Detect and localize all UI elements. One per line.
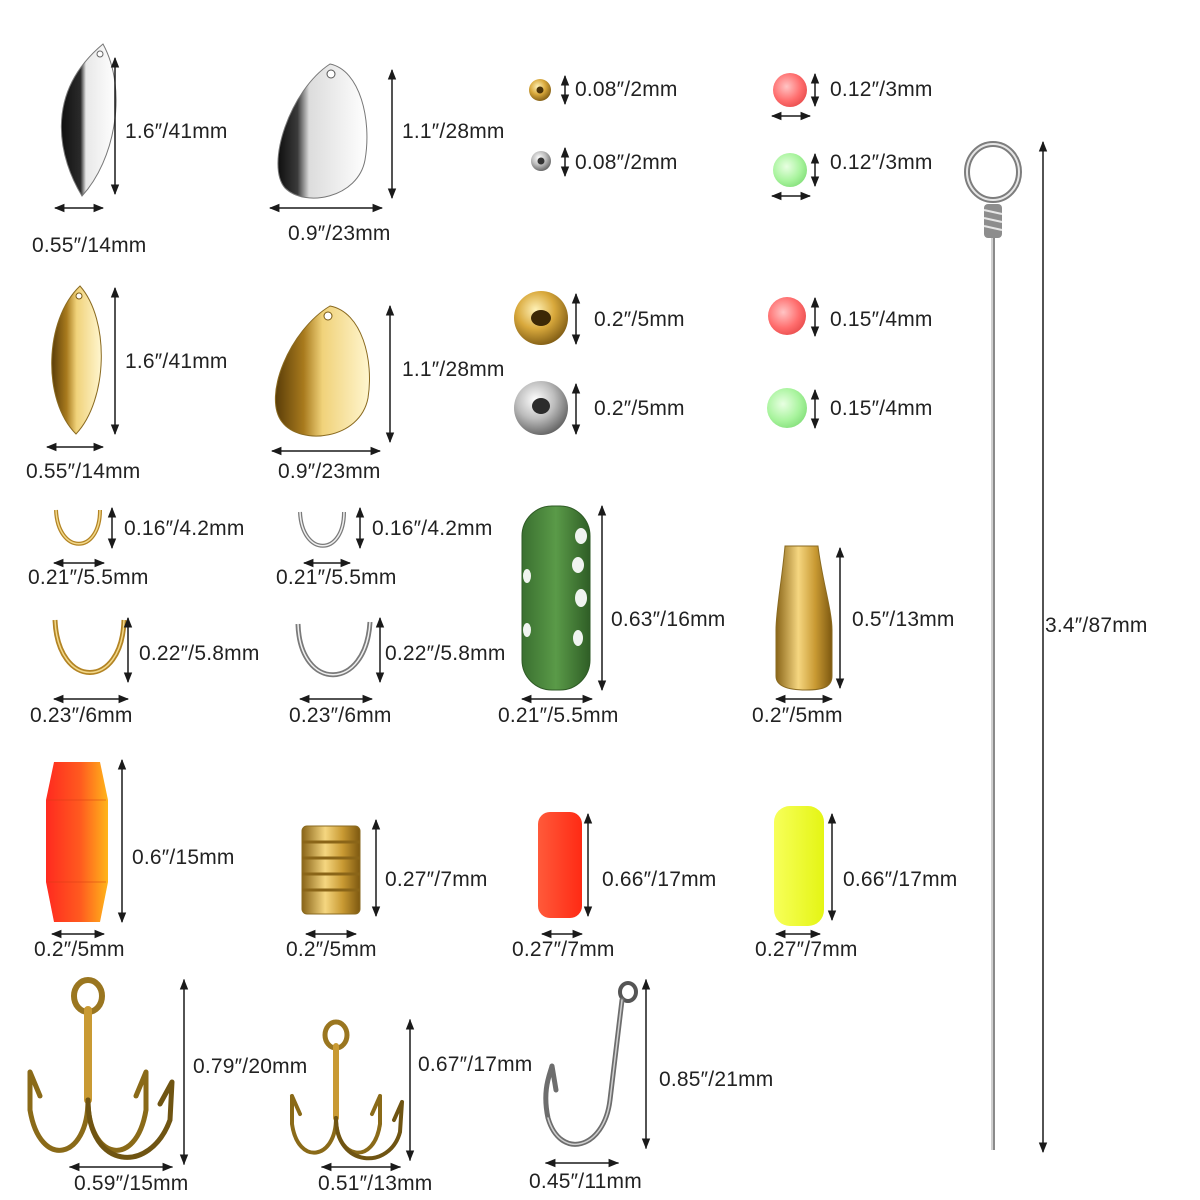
- orange-float: [46, 758, 127, 939]
- height-label: 0.08″/2mm: [575, 151, 678, 174]
- height-label: 0.79″/20mm: [193, 1055, 308, 1078]
- width-label: 0.9″/23mm: [278, 460, 381, 483]
- width-label: 0.9″/23mm: [288, 222, 391, 245]
- brass-bead-5mm: [514, 291, 581, 346]
- clevis-silver-large: [295, 616, 385, 704]
- silver-bead-2mm: [531, 146, 570, 178]
- height-label: 0.85″/21mm: [659, 1068, 774, 1091]
- width-label: 0.21″/5.5mm: [498, 704, 619, 727]
- height-label: 3.4″/87mm: [1045, 614, 1148, 637]
- red-foam-float: [538, 812, 593, 939]
- width-label: 0.21″/5.5mm: [276, 566, 397, 589]
- height-label: 0.66″/17mm: [843, 868, 958, 891]
- height-label: 0.6″/15mm: [132, 846, 235, 869]
- width-label: 0.23″/6mm: [289, 704, 392, 727]
- height-label: 0.08″/2mm: [575, 78, 678, 101]
- height-label: 0.27″/7mm: [385, 868, 488, 891]
- height-label: 1.1″/28mm: [402, 120, 505, 143]
- height-label: 0.5″/13mm: [852, 608, 955, 631]
- clevis-gold-small: [52, 506, 117, 568]
- height-label: 0.63″/16mm: [611, 608, 726, 631]
- width-label: 0.2″/5mm: [286, 938, 377, 961]
- height-label: 0.15″/4mm: [830, 397, 933, 420]
- height-label: 0.67″/17mm: [418, 1053, 533, 1076]
- colorado-blade-silver: [268, 63, 397, 213]
- clevis-silver-small: [298, 506, 365, 568]
- width-label: 0.21″/5.5mm: [28, 566, 149, 589]
- width-label: 0.59″/15mm: [74, 1172, 189, 1195]
- height-label: 0.12″/3mm: [830, 78, 933, 101]
- willow-blade-silver: [53, 43, 120, 213]
- height-label: 0.2″/5mm: [594, 397, 685, 420]
- treble-hook-large: [27, 977, 189, 1172]
- width-label: 0.55″/14mm: [26, 460, 141, 483]
- green-tube-bead: [520, 504, 607, 704]
- single-hook: [543, 978, 651, 1168]
- glow-bead-4mm: [767, 388, 820, 430]
- height-label: 0.22″/5.8mm: [385, 642, 506, 665]
- brass-body: [301, 818, 381, 939]
- width-label: 0.55″/14mm: [32, 234, 147, 257]
- pink-bead-3mm: [770, 72, 820, 121]
- brass-bead-2mm: [529, 74, 570, 106]
- colorado-blade-gold: [270, 304, 395, 456]
- pink-bead-4mm: [768, 296, 820, 338]
- width-label: 0.45″/11mm: [529, 1170, 642, 1193]
- height-label: 0.66″/17mm: [602, 868, 717, 891]
- bullet-weight: [774, 545, 845, 704]
- treble-hook-small: [290, 1018, 415, 1172]
- height-label: 0.16″/4.2mm: [124, 517, 245, 540]
- width-label: 0.2″/5mm: [752, 704, 843, 727]
- yellow-foam-float: [774, 806, 837, 939]
- height-label: 1.1″/28mm: [402, 358, 505, 381]
- clevis-gold-large: [52, 616, 133, 704]
- height-label: 0.12″/3mm: [830, 151, 933, 174]
- height-label: 1.6″/41mm: [125, 120, 228, 143]
- glow-bead-3mm: [770, 152, 820, 201]
- width-label: 0.2″/5mm: [34, 938, 125, 961]
- width-label: 0.27″/7mm: [755, 938, 858, 961]
- wire-shaft: [964, 140, 1048, 1154]
- width-label: 0.51″/13mm: [318, 1172, 433, 1195]
- height-label: 0.2″/5mm: [594, 308, 685, 331]
- silver-bead-5mm: [514, 381, 581, 436]
- height-label: 0.15″/4mm: [830, 308, 933, 331]
- width-label: 0.23″/6mm: [30, 704, 133, 727]
- willow-blade-gold: [45, 285, 120, 452]
- height-label: 1.6″/41mm: [125, 350, 228, 373]
- height-label: 0.22″/5.8mm: [139, 642, 260, 665]
- width-label: 0.27″/7mm: [512, 938, 615, 961]
- height-label: 0.16″/4.2mm: [372, 517, 493, 540]
